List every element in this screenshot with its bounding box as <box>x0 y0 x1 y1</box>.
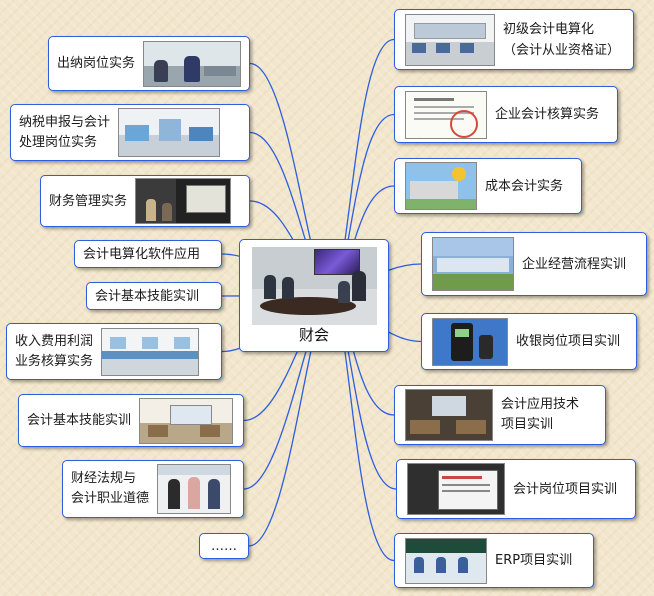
software-window-thumbnail <box>407 463 505 515</box>
node-label: 会计基本技能实训 <box>27 413 132 428</box>
left-node-cashier[interactable]: 出纳岗位实务 <box>48 36 250 91</box>
center-node[interactable]: 财会 <box>239 239 389 352</box>
left-node-basic-skills[interactable]: 会计基本技能实训 <box>86 282 222 310</box>
node-label: 成本会计实务 <box>485 178 564 194</box>
right-node-accounting-tech[interactable]: 会计应用技术项目实训 <box>394 385 606 445</box>
left-node-tax-filing[interactable]: 纳税申报与会计处理岗位实务 <box>10 104 250 161</box>
service-hall-thumbnail <box>118 108 221 157</box>
computer-lab-thumbnail <box>405 13 495 66</box>
left-node-revenue-expense[interactable]: 收入费用利润业务核算实务 <box>6 323 222 380</box>
right-node-cashier-project[interactable]: 收银岗位项目实训 <box>421 313 637 370</box>
node-label: …… <box>211 538 237 554</box>
left-node-basic-skills-2[interactable]: 会计基本技能实训 <box>18 394 244 447</box>
node-label: 初级会计电算化（会计从业资格证） <box>503 21 621 58</box>
pos-terminal-thumbnail <box>432 317 508 366</box>
left-node-financial-management[interactable]: 财务管理实务 <box>40 175 250 227</box>
classroom-thumbnail <box>405 537 487 584</box>
left-node-more[interactable]: …… <box>199 533 249 559</box>
left-node-finance-law[interactable]: 财经法规与会计职业道德 <box>62 460 244 518</box>
right-node-accounting-post[interactable]: 会计岗位项目实训 <box>396 459 636 519</box>
node-label: 纳税申报与会计处理岗位实务 <box>19 114 111 150</box>
node-label: ERP项目实训 <box>495 553 573 568</box>
office-interior-thumbnail <box>405 389 493 441</box>
meeting-room-thumbnail <box>135 178 232 224</box>
boardroom-thumbnail <box>252 247 377 325</box>
factory-scene-thumbnail <box>405 162 477 210</box>
business-map-thumbnail <box>432 237 514 291</box>
right-node-cost-accounting[interactable]: 成本会计实务 <box>394 158 582 214</box>
node-label: 收银岗位项目实训 <box>516 334 621 349</box>
node-label: 会计应用技术项目实训 <box>501 397 580 432</box>
bank-counter-thumbnail <box>101 327 200 376</box>
node-label: 出纳岗位实务 <box>57 56 136 71</box>
node-label: 收入费用利润业务核算实务 <box>15 333 94 369</box>
node-label: 企业经营流程实训 <box>522 256 627 272</box>
right-node-business-process[interactable]: 企业经营流程实训 <box>421 232 647 296</box>
node-label: 会计电算化软件应用 <box>83 246 201 262</box>
node-label: 会计岗位项目实训 <box>513 481 618 497</box>
right-node-erp[interactable]: ERP项目实训 <box>394 533 594 588</box>
document-thumbnail <box>405 90 487 139</box>
right-node-enterprise-accounting[interactable]: 企业会计核算实务 <box>394 86 618 143</box>
node-label: 财经法规与会计职业道德 <box>71 471 150 506</box>
center-label: 财会 <box>298 326 329 344</box>
node-label: 企业会计核算实务 <box>495 107 600 122</box>
node-label: 财务管理实务 <box>49 193 128 209</box>
training-room-thumbnail <box>139 397 234 444</box>
office-scene-thumbnail <box>143 40 242 87</box>
right-node-computerized-accounting[interactable]: 初级会计电算化（会计从业资格证） <box>394 9 634 70</box>
ethics-class-thumbnail <box>157 464 232 514</box>
left-node-accounting-software[interactable]: 会计电算化软件应用 <box>74 240 222 268</box>
node-label: 会计基本技能实训 <box>95 288 200 304</box>
